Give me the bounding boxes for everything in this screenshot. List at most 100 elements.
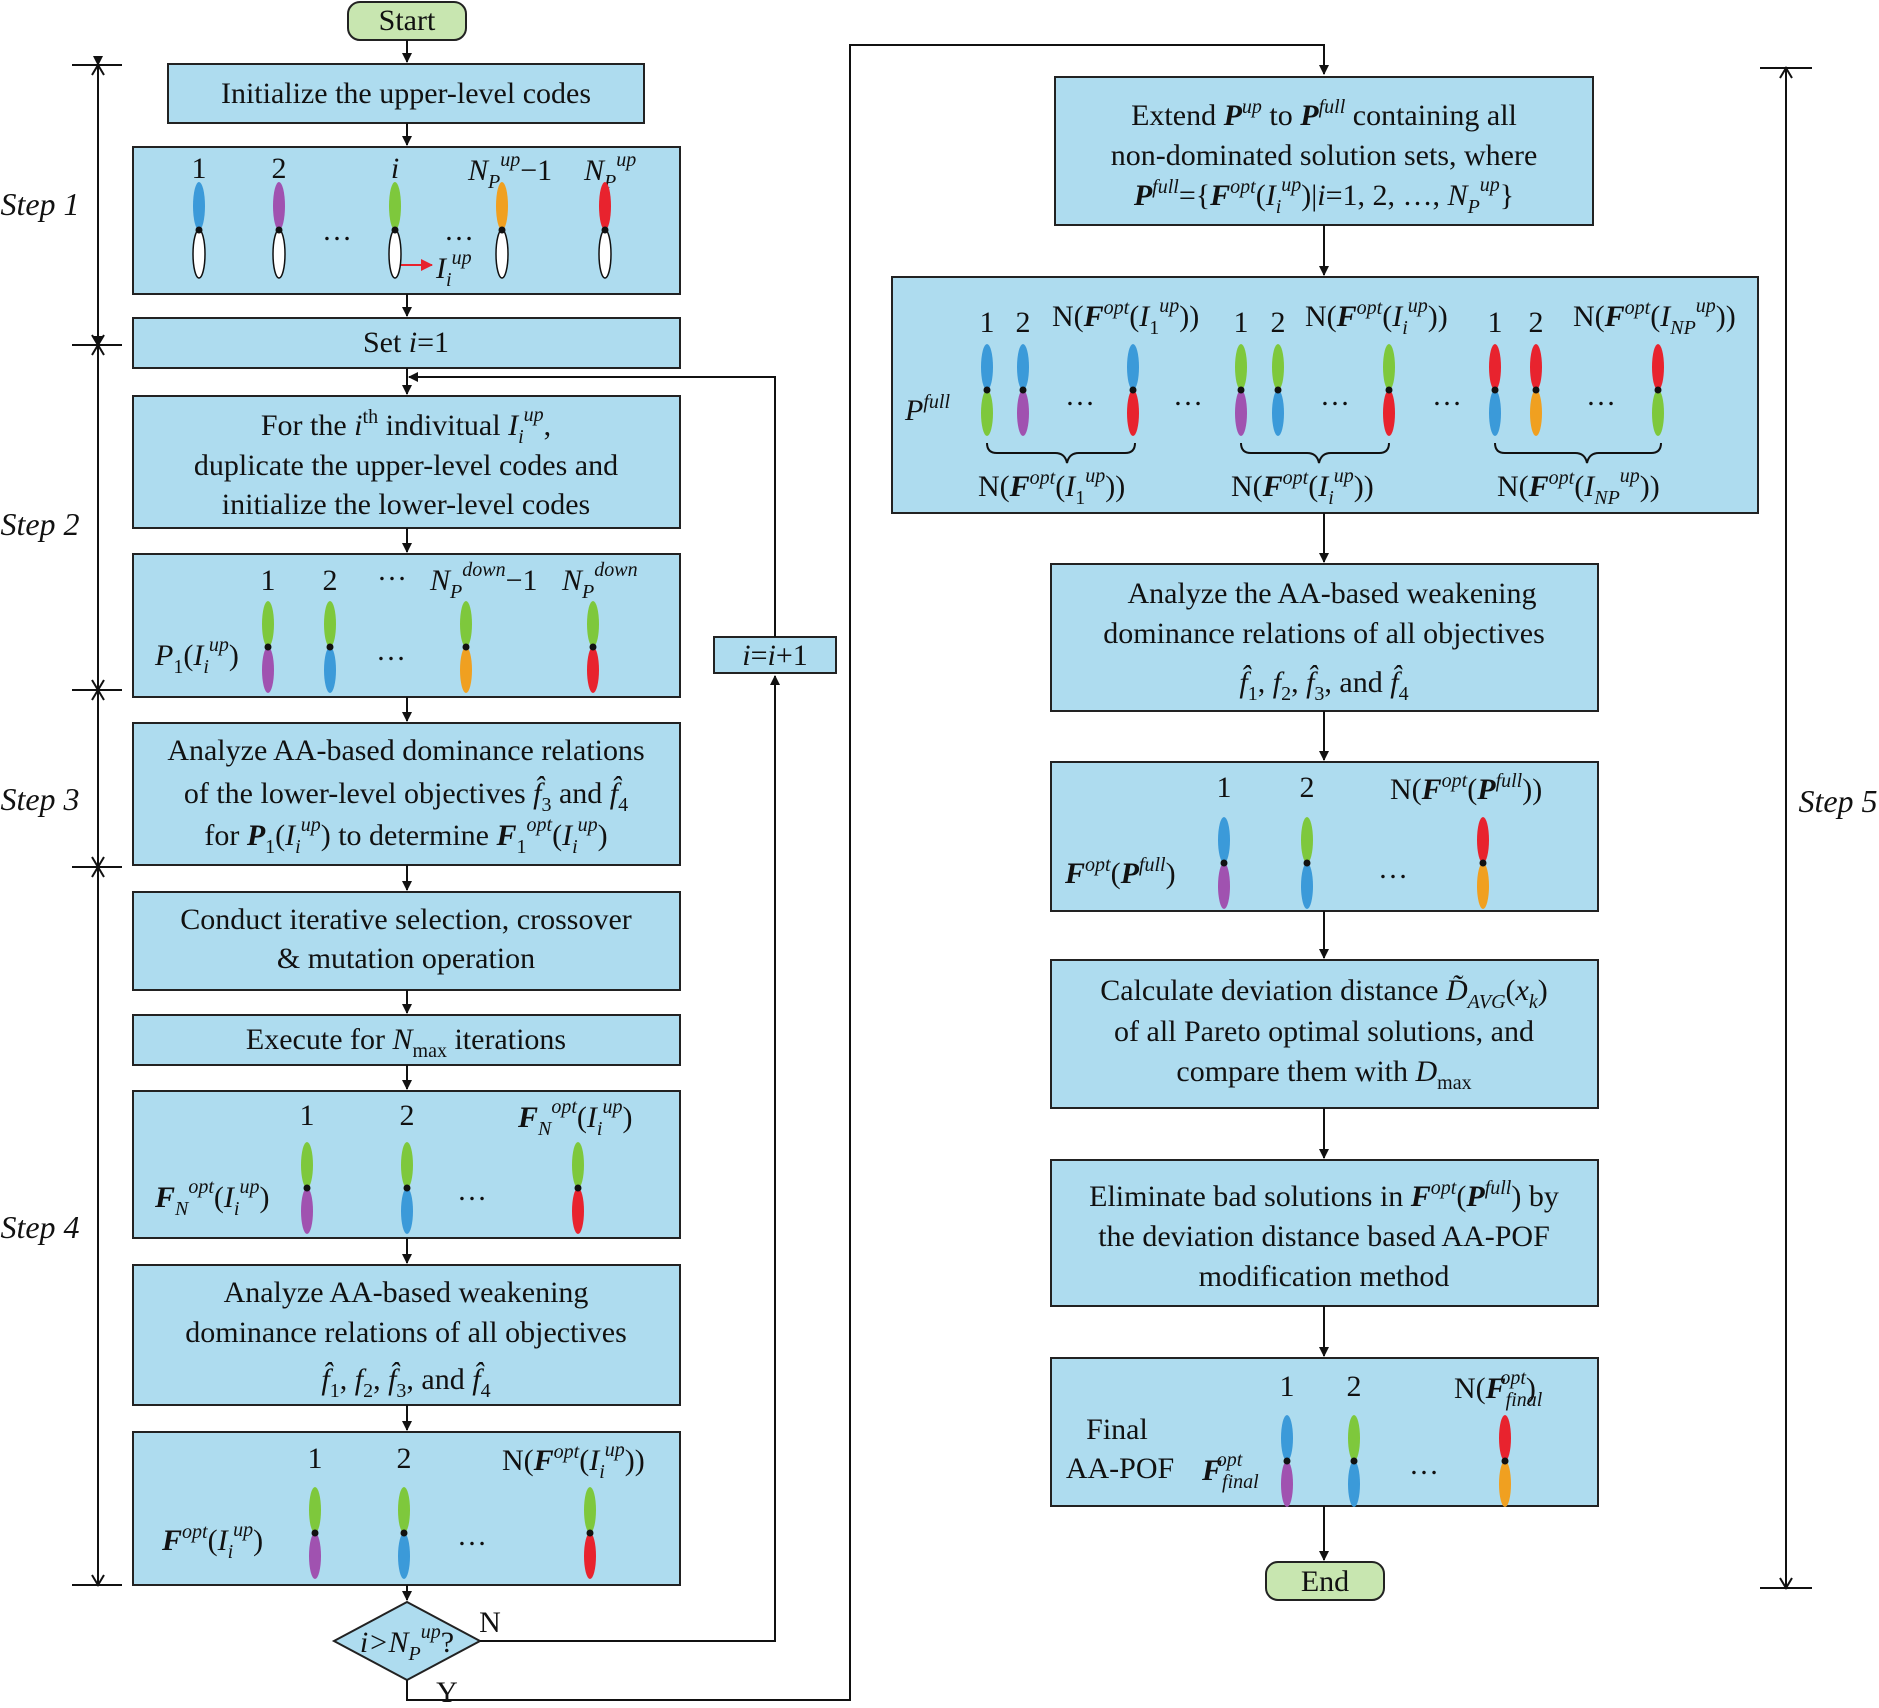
- lower-chromosomes: [262, 601, 599, 693]
- svg-text:2: 2: [1271, 306, 1286, 339]
- end-terminal: [1265, 1561, 1385, 1601]
- f-opt-pfull-box: [1050, 761, 1599, 912]
- no-label: N: [479, 1606, 501, 1639]
- svg-text:…: …: [1432, 379, 1462, 412]
- chromosome-icon: [401, 1142, 413, 1234]
- svg-text:1: 1: [1488, 306, 1503, 339]
- init-upper-text: Initialize the upper-level codes: [221, 77, 591, 110]
- svg-text:…: …: [377, 554, 407, 587]
- p-full-labels: Pfull 1 2 N(Fopt(I1up)) 1 2 N(Fopt(Iiup)…: [904, 295, 1736, 509]
- p-full-braces: [986, 442, 1662, 464]
- chromosome-icon: [598, 182, 612, 279]
- svg-text:Fopt(Pfull): Fopt(Pfull): [1064, 854, 1176, 890]
- svg-text:1: 1: [261, 564, 276, 597]
- svg-text:2: 2: [397, 1442, 412, 1475]
- analyze-lower-line1: Analyze AA-based dominance relations: [167, 734, 644, 767]
- svg-text:N(Ffinalopt): N(Ffinalopt): [1454, 1367, 1543, 1411]
- chromosome-icon: [587, 601, 599, 693]
- calculate-line3: compare them with Dmax: [1176, 1055, 1471, 1094]
- fn-opt-chromosomes: [301, 1142, 584, 1234]
- step-4-label: Step 4: [0, 1209, 79, 1245]
- chromosome-icon: [1348, 1415, 1360, 1507]
- svg-text:…: …: [457, 1519, 487, 1552]
- chromosome-icon: [309, 1487, 321, 1579]
- execute-box: [132, 1014, 681, 1066]
- set-i-text: Set i=1: [363, 326, 449, 359]
- analyze-all-left-line3: f̂1, f2, f̂3, and f̂4: [321, 1362, 490, 1402]
- svg-text:…: …: [1409, 1448, 1439, 1481]
- execute-text: Execute for Nmax iterations: [246, 1023, 566, 1062]
- chromosome-icon: [584, 1487, 596, 1579]
- svg-text:N(Fopt(Pfull)): N(Fopt(Pfull)): [1390, 770, 1542, 806]
- for-ith-line1: For the ith indivitual Iiup,: [261, 404, 551, 448]
- svg-text:1: 1: [1234, 306, 1249, 339]
- step-3-label: Step 3: [0, 781, 79, 817]
- svg-text:2: 2: [323, 564, 338, 597]
- svg-text:2: 2: [1300, 771, 1315, 804]
- f-opt-pfull-labels: 1 2 N(Fopt(Pfull)) Fopt(Pfull) …: [1064, 770, 1542, 890]
- svg-text:1: 1: [980, 306, 995, 339]
- analyze-lower-line2: of the lower-level objectives f̂3 and f̂…: [184, 776, 628, 816]
- chromosome-icon: [192, 182, 206, 279]
- chromosome-icon: [301, 1142, 313, 1234]
- decision-text: i>NPup?: [360, 1621, 454, 1665]
- chromosome-icon: [1530, 344, 1542, 436]
- step-1-label: Step 1: [0, 186, 79, 222]
- svg-text:…: …: [1586, 379, 1616, 412]
- analyze-all-right-line3: f̂1, f2, f̂3, and f̂4: [1239, 665, 1408, 705]
- chromosome-icon: [572, 1142, 584, 1234]
- increment-box: [713, 636, 837, 674]
- chromosome-icon: [1652, 344, 1664, 436]
- conduct-box: [132, 891, 681, 991]
- final-aapof-labels: Final AA-POF 1 2 N(Ffinalopt) Ffinalopt …: [1066, 1367, 1543, 1493]
- final-aapof-chromosomes: [1281, 1415, 1511, 1507]
- eliminate-line2: the deviation distance based AA-POF: [1098, 1220, 1550, 1253]
- svg-text:1: 1: [300, 1099, 315, 1132]
- step-5-label: Step 5: [1798, 783, 1877, 819]
- analyze-all-left-box: [132, 1264, 681, 1406]
- chromosome-icon: [1017, 344, 1029, 436]
- analyze-all-left-line2: dominance relations of all objectives: [185, 1316, 627, 1349]
- for-ith-line3: initialize the lower-level codes: [222, 488, 590, 521]
- chromosome-icon: [1218, 817, 1230, 909]
- svg-text:Pfull: Pfull: [904, 391, 950, 427]
- end-label: End: [1301, 1565, 1349, 1598]
- chromosome-icon: [495, 182, 509, 279]
- chromosome-icon: [1499, 1415, 1511, 1507]
- conduct-line1: Conduct iterative selection, crossover: [180, 903, 632, 936]
- chromosome-icon: [272, 182, 286, 279]
- svg-text:Final: Final: [1086, 1413, 1148, 1446]
- extend-line3: Pfull={Fopt(Iiup)|i=1, 2, …, NPup}: [1133, 174, 1514, 218]
- svg-text:2: 2: [1347, 1370, 1362, 1403]
- chromosome-icon: [1477, 817, 1489, 909]
- upper-chromosomes: [192, 182, 612, 279]
- p-full-chromosomes: [981, 344, 1664, 436]
- chromosome-icon: [1281, 1415, 1293, 1507]
- svg-text:1: 1: [192, 152, 207, 185]
- chromosome-icon: [388, 182, 402, 279]
- svg-text:1: 1: [308, 1442, 323, 1475]
- yes-label: Y: [436, 1676, 458, 1708]
- extend-line1: Extend Pup to Pfull containing all: [1131, 96, 1517, 132]
- svg-text:1: 1: [1217, 771, 1232, 804]
- extend-line2: non-dominated solution sets, where: [1111, 139, 1538, 172]
- analyze-all-right-line2: dominance relations of all objectives: [1103, 617, 1545, 650]
- svg-text:…: …: [322, 214, 352, 247]
- eliminate-line3: modification method: [1199, 1260, 1450, 1293]
- chromosome-icon: [1272, 344, 1284, 436]
- svg-text:2: 2: [1016, 306, 1031, 339]
- svg-text:2: 2: [272, 152, 287, 185]
- svg-text:AA-POF: AA-POF: [1066, 1452, 1174, 1485]
- chromosome-icon: [981, 344, 993, 436]
- chromosome-icon: [1235, 344, 1247, 436]
- svg-text:…: …: [1378, 852, 1408, 885]
- svg-text:1: 1: [1280, 1370, 1295, 1403]
- svg-text:Ffinalopt: Ffinalopt: [1201, 1449, 1259, 1493]
- svg-text:2: 2: [400, 1099, 415, 1132]
- step-brackets: [72, 56, 1812, 1590]
- svg-text:2: 2: [1529, 306, 1544, 339]
- conduct-line2: & mutation operation: [277, 942, 535, 975]
- svg-text:…: …: [444, 214, 474, 247]
- f-opt-left-chromosomes: [309, 1487, 596, 1579]
